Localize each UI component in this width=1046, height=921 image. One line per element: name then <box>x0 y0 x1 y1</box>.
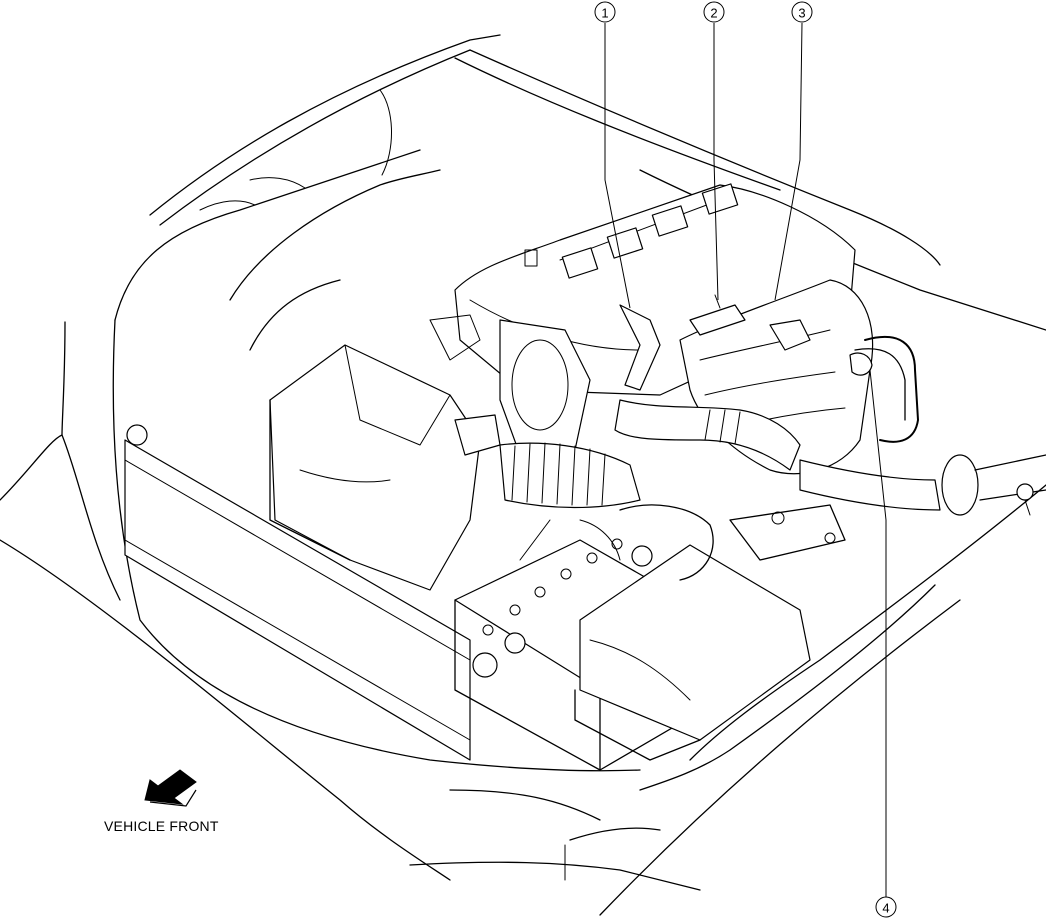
air-cleaner-housing <box>269 344 481 591</box>
callout-4-label: 4 <box>882 901 889 916</box>
sensor-connectors <box>619 294 873 391</box>
ventilation-hose <box>614 399 1046 516</box>
throttle-body <box>429 314 591 456</box>
callout-2-label: 2 <box>710 6 717 21</box>
lower-engine-parts <box>519 504 846 581</box>
callout-2: 2 <box>703 1 725 23</box>
purge-hose <box>854 335 919 443</box>
callout-3: 3 <box>791 1 813 23</box>
radiator <box>124 424 498 761</box>
callout-3-label: 3 <box>798 6 805 21</box>
vehicle-front-label: VEHICLE FRONT <box>104 818 219 834</box>
callout-1-label: 1 <box>601 6 608 21</box>
arrow-icon <box>144 769 197 807</box>
callout-1: 1 <box>594 1 616 23</box>
leader-lines <box>604 22 887 897</box>
intake-air-duct <box>499 442 641 509</box>
callout-4: 4 <box>875 896 897 918</box>
strut-tower <box>199 89 441 351</box>
fuse-box-cover <box>574 544 811 761</box>
